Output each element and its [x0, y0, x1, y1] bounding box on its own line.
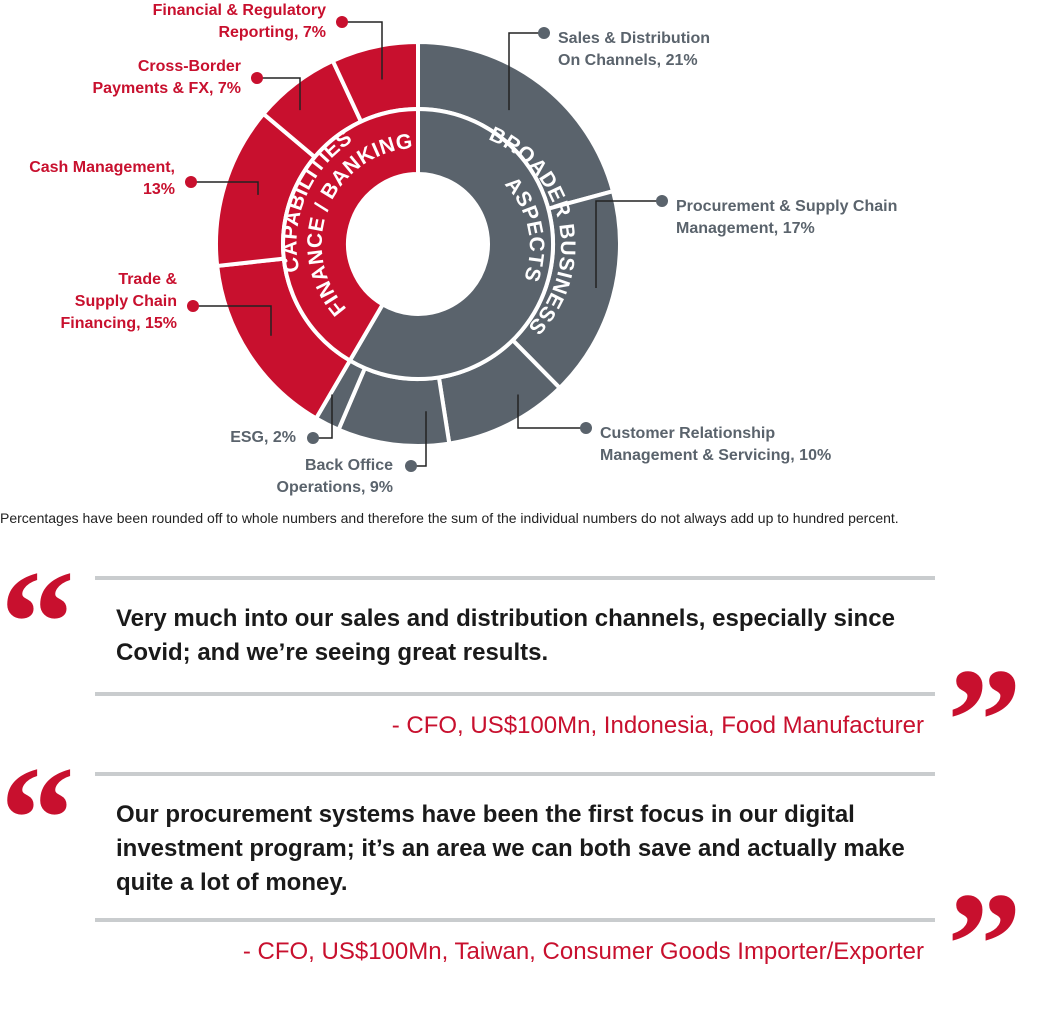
callout-line-1 [595, 200, 662, 289]
quote-rule-bottom [95, 918, 935, 922]
callout-line-6 [191, 181, 259, 195]
segment-label-line: Financing, 15% [61, 315, 177, 332]
segment-label-line: Cross-Border [138, 58, 241, 75]
segment-label-line: Sales & Distribution [558, 30, 710, 47]
callout-line-8 [342, 21, 383, 80]
close-quote-icon: ” [947, 862, 1022, 1028]
segment-label-line: Cash Management, [29, 159, 175, 176]
callout-line-7 [257, 77, 301, 111]
callout-dot-4 [307, 432, 319, 444]
callout-line-0 [508, 32, 544, 111]
segment-label-line: Operations, 9% [277, 479, 393, 496]
callouts: Sales & Distribution On Channels, 21% Proc… [29, 2, 897, 496]
close-quote-icon: ” [947, 638, 1022, 804]
quote-rule-top [95, 772, 935, 776]
segment-label-line: Reporting, 7% [218, 24, 326, 41]
segment-label-line: Payments & FX, 7% [93, 80, 242, 97]
callout-dot-8 [336, 16, 348, 28]
callout-line-5 [193, 305, 272, 336]
callout-dot-2 [580, 422, 592, 434]
segment-label-line: Trade & [118, 271, 177, 288]
outer-ring [214, 39, 622, 448]
quote-rule-bottom [95, 692, 935, 696]
segment-label-6: Cash Management, 13% [29, 159, 175, 198]
quote-1: “ Very much into our sales and distribut… [0, 548, 1038, 796]
segment-label-line: Supply Chain [75, 293, 177, 310]
segment-label-line: Procurement & Supply Chain [676, 198, 897, 215]
sunburst-chart: FINANCE / BANKING CAPABILITIES BROADER B… [29, 2, 897, 496]
quote-2: “ Our procurement systems have been the … [0, 744, 1038, 1020]
callout-line-4 [313, 394, 333, 439]
callout-dot-7 [251, 72, 263, 84]
segment-label-0: Sales & Distribution On Channels, 21% [558, 30, 710, 69]
callout-line-2 [517, 394, 586, 429]
quote-attribution: - CFO, US$100Mn, Indonesia, Food Manufac… [391, 712, 924, 739]
open-quote-icon: “ [0, 540, 75, 706]
callout-dot-5 [187, 300, 199, 312]
quote-attribution: - CFO, US$100Mn, Taiwan, Consumer Goods … [242, 938, 924, 965]
callout-dot-3 [405, 460, 417, 472]
open-quote-icon: “ [0, 736, 75, 902]
callout-dot-6 [185, 176, 197, 188]
callout-dot-0 [538, 27, 550, 39]
segment-label-4: ESG, 2% [230, 429, 296, 446]
segment-label-line: Customer Relationship [600, 425, 775, 442]
segment-label-line: Management, 17% [676, 220, 815, 237]
center-hole [348, 174, 488, 314]
segment-label-line: ESG, 2% [230, 429, 296, 446]
segment-label-line: Financial & Regulatory [153, 2, 326, 19]
segment-label-line: On Channels, 21% [558, 52, 698, 69]
callout-dot-1 [656, 195, 668, 207]
segment-label-line: 13% [143, 181, 175, 198]
segment-label-line: Management & Servicing, 10% [600, 447, 831, 464]
quote-text: Very much into our sales and distributio… [116, 605, 895, 666]
segment-label-line: Back Office [305, 457, 393, 474]
quote-rule-top [95, 576, 935, 580]
quote-text: Our procurement systems have been the fi… [116, 801, 905, 896]
footnote: Percentages have been rounded off to who… [0, 510, 899, 526]
